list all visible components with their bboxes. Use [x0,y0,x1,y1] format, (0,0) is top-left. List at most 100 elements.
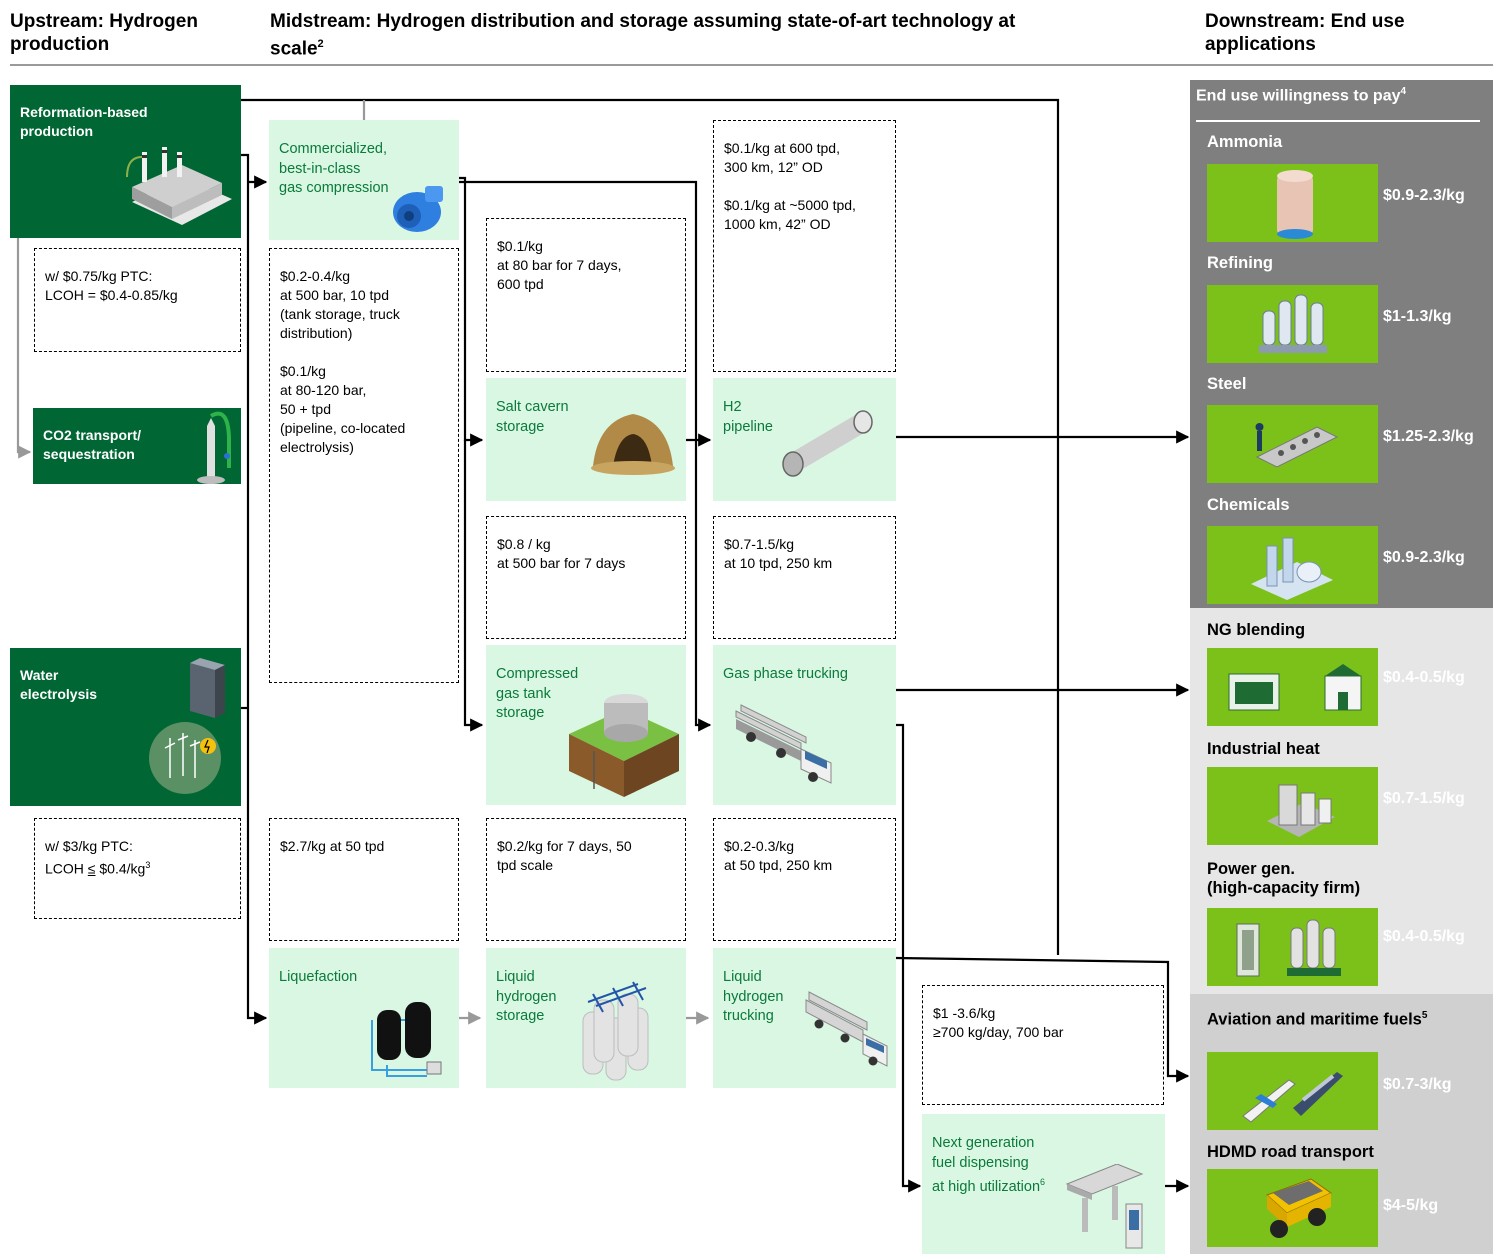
electrolysis-lcoh-note: w/ $3/kg PTC: LCOH ≤ $0.4/kg3 [34,818,241,919]
tank-cost-1: $0.8 / kg [497,536,551,552]
dispensing-label-3: at high utilization6 [932,1173,1155,1197]
compression-cost-1: $0.2-0.4/kg [280,268,351,284]
chemical-plant-icon [1251,537,1333,600]
segment-ammonia-tile [1207,164,1378,242]
gas-tank-storage-icon [569,694,679,797]
liquid-trucking-box: Liquid hydrogen trucking [713,948,896,1088]
midstream-header: Midstream: Hydrogen distribution and sto… [270,10,1015,60]
segment-aviation-label: Aviation and maritime fuels5 [1207,1010,1427,1030]
segment-refining-tile [1207,285,1378,363]
liquid-storage-cost-1: $0.2/kg for 7 days, 50 [497,838,632,854]
liquid-storage-cost-2: tpd scale [497,857,554,873]
h2-pipeline-box: H2 pipeline [713,378,896,501]
downstream-header: Downstream: End use applications [1205,10,1405,56]
plane-ship-icon [1242,1072,1343,1123]
salt-cavern-box: Salt cavern storage [486,378,686,501]
tank-cost-box: $0.8 / kg at 500 bar for 7 days [486,516,686,639]
electrolysis-ptc: w/ $3/kg PTC: [45,838,133,854]
segment-power-gen-label-2: (high-capacity firm) [1207,879,1361,897]
pipeline-cost-box: $0.1/kg at 600 tpd, 300 km, 12” OD $0.1/… [713,120,896,372]
segment-ammonia-label: Ammonia [1207,133,1283,151]
co2-well-icon [197,411,231,484]
segment-refining-label: Refining [1207,254,1273,272]
gas-truck-cost-box: $0.7-1.5/kg at 10 tpd, 250 km [713,516,896,639]
tank-label-1: Compressed [496,666,579,682]
gas-truck-cost-1: $0.7-1.5/kg [724,536,795,552]
power-plant-icon [1236,919,1341,977]
upstream-header-line1: Upstream: Hydrogen [10,11,198,32]
segment-chemicals-tile [1207,526,1378,604]
liquid-storage-box: Liquid hydrogen storage [486,948,686,1088]
tank-label-2: gas tank [496,685,551,702]
dispensing-label-2: fuel dispensing [932,1154,1029,1171]
less-equal-symbol: ≤ [87,860,96,877]
reformation-lcoh: LCOH = $0.4-0.85/kg [45,287,178,303]
mining-truck-icon [1266,1178,1333,1238]
refinery-icon [1259,294,1327,353]
reformation-plant-icon [126,147,232,225]
salt-cavern-icon [591,414,675,475]
dispensing-label-3-text: at high utilization [932,1178,1041,1195]
compression-label-3: gas compression [279,180,389,196]
pipeline-icon [782,410,873,477]
buildings-icon [1228,664,1362,711]
compression-cost-10: electrolysis) [280,439,354,455]
segment-power-gen-tile [1207,908,1378,986]
liquid-storage-label-1: Liquid [496,969,535,985]
segment-power-gen-label-1: Power gen. [1207,860,1296,878]
liquid-truck-cost-box: $0.2-0.3/kg at 50 tpd, 250 km [713,818,896,941]
compression-cost-6: $0.1/kg [280,363,326,379]
factory-icon [1267,784,1335,837]
liquefaction-plant-icon [371,1002,442,1077]
liquid-storage-label-3: storage [496,1008,545,1024]
liquid-truck-label-2: hydrogen [723,988,784,1005]
segment-hdmd-label: HDMD road transport [1207,1143,1374,1161]
segment-ng-blending-label: NG blending [1207,621,1306,639]
salt-cost-3: 600 tpd [497,276,544,292]
segment-aviation-price: $0.7-3/kg [1383,1076,1452,1093]
segment-chemicals-price: $0.9-2.3/kg [1383,549,1465,566]
gas-truck-icon [735,704,832,784]
segment-ng-blending-price: $0.4-0.5/kg [1383,669,1465,686]
salt-label-2: storage [496,418,545,435]
segment-steel-label: Steel [1207,375,1247,393]
salt-cost-1: $0.1/kg [497,238,543,254]
liquid-truck-cost-1: $0.2-0.3/kg [724,838,795,854]
liquid-truck-label-3: trucking [723,1008,774,1024]
tank-cost-2: at 500 bar for 7 days [497,555,626,571]
pipeline-cost-4: $0.1/kg at ~5000 tpd, [724,197,856,213]
segment-refining-price: $1-1.3/kg [1383,308,1452,325]
reformation-lcoh-note: w/ $0.75/kg PTC: LCOH = $0.4-0.85/kg [34,248,241,352]
pipeline-label-2: pipeline [723,418,773,435]
segment-industrial-heat-label: Industrial heat [1207,740,1320,758]
footnote-3: 3 [145,860,151,870]
compression-cost-4: distribution) [280,325,353,341]
liquefaction-label: Liquefaction [279,969,358,985]
salt-label-1: Salt cavern [496,399,569,415]
co2-label-2: sequestration [43,446,135,462]
footnote-5: 5 [1421,1010,1428,1021]
segment-power-gen-label: Power gen. (high-capacity firm) [1207,860,1360,898]
compressor-icon [393,186,443,232]
salt-cost-box: $0.1/kg at 80 bar for 7 days, 600 tpd [486,218,686,372]
willingness-title-rule [1196,120,1480,122]
downstream-header-line1: Downstream: End use [1205,11,1405,32]
pipeline-cost-1: $0.1/kg at 600 tpd, [724,140,840,156]
electrolysis-lcoh: LCOH ≤ $0.4/kg3 [45,856,230,879]
electrolysis-box: Water electrolysis [10,648,241,806]
tank-label-3: storage [496,705,545,721]
compression-cost-7: at 80-120 bar, [280,382,367,398]
gas-truck-cost-2: at 10 tpd, 250 km [724,555,833,571]
midstream-header-scale: scale [270,38,318,60]
fuel-station-icon [1065,1164,1144,1249]
compression-cost-8: 50 + tpd [280,401,331,417]
co2-label-1: CO2 transport/ [43,427,142,443]
reformation-ptc: w/ $0.75/kg PTC: [45,268,153,284]
compression-cost-2: at 500 bar, 10 tpd [280,287,389,303]
compression-label-1: Commercialized, [279,141,387,157]
segment-aviation-label-text: Aviation and maritime fuels [1207,1010,1422,1029]
liquefaction-cost-box: $2.7/kg at 50 tpd [269,818,459,941]
segment-ammonia-price: $0.9-2.3/kg [1383,187,1465,204]
liquefaction-box: Liquefaction [269,948,459,1088]
gas-trucking-box: Gas phase trucking [713,645,896,805]
